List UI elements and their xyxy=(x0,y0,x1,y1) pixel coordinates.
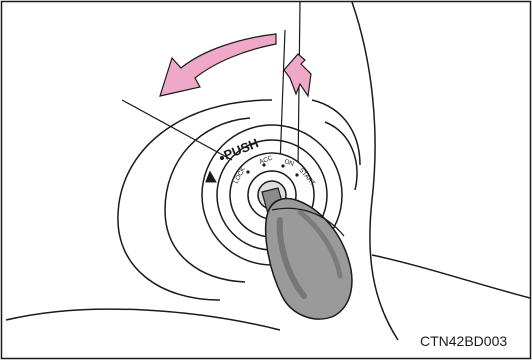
figure-code: CTN42BD003 xyxy=(420,333,507,349)
push-dot xyxy=(220,156,224,160)
position-dot xyxy=(295,173,298,176)
position-dot xyxy=(246,170,249,173)
